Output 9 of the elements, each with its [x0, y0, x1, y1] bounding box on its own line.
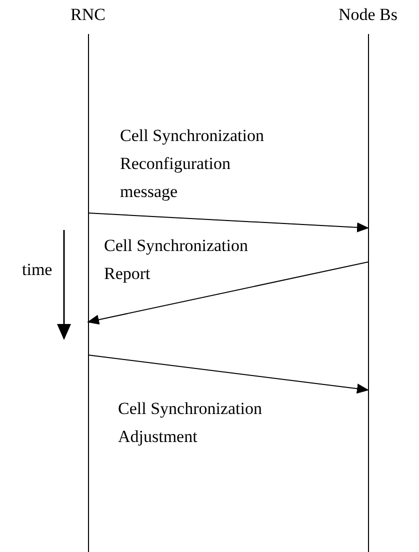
lifeline-header: Node Bs: [337, 4, 399, 26]
message-label: Cell Synchronization Adjustment: [118, 398, 264, 448]
lifeline-header: RNC: [70, 4, 106, 26]
message-arrow: [88, 212, 369, 232]
message-arrow: [87, 262, 368, 325]
message-label: Cell Synchronization Report: [104, 235, 250, 285]
axis-label: time: [22, 259, 52, 281]
message-label: Cell Synchronization Reconfiguration message: [120, 125, 266, 203]
message-arrow: [88, 354, 369, 394]
